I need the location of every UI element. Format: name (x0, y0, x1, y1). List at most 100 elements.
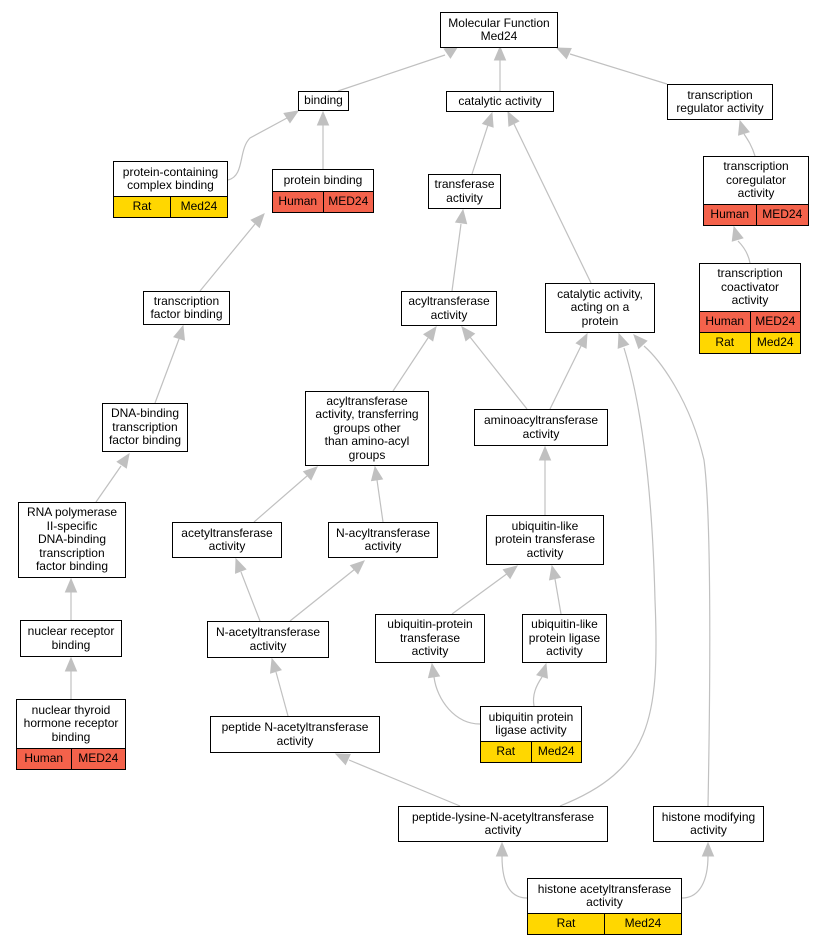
node-aminoacyl[interactable]: aminoacyltransferase activity (474, 409, 608, 446)
node-label: catalytic activity, acting on a protein (557, 286, 643, 328)
species-cell: Rat (481, 742, 531, 762)
node-nucthyroid[interactable]: nuclear thyroid hormone receptor binding… (16, 699, 126, 770)
node-label: N-acetyltransferase activity (215, 625, 321, 653)
arrowhead (334, 753, 351, 766)
node-dnabinding[interactable]: DNA-binding transcription factor binding (102, 403, 188, 452)
arrowhead (617, 332, 630, 349)
node-label: protein-containing complex binding (122, 164, 219, 192)
edge-nacetyl-to-nacyl (289, 568, 356, 622)
node-nucrec[interactable]: nuclear receptor binding (20, 620, 122, 657)
node-mf[interactable]: Molecular Function Med24 (440, 12, 558, 48)
node-catprotein[interactable]: catalytic activity, acting on a protein (545, 283, 655, 333)
species-cell: Rat (114, 197, 170, 217)
arrowhead (495, 841, 509, 857)
node-label: catalytic activity (458, 93, 542, 108)
gene-cell: MED24 (755, 205, 808, 225)
arrowhead (701, 841, 715, 857)
edge-histacetyl-to-peplys (501, 855, 528, 899)
node-trreg[interactable]: transcription regulator activity (667, 84, 773, 120)
edge-ubprotlig-to-ubligase (532, 676, 543, 707)
node-label: ubiquitin-protein transferase activity (387, 617, 473, 659)
arrowhead (64, 656, 78, 672)
edge-catprotein-to-catalytic (513, 123, 592, 284)
edge-coreg-to-trreg (743, 133, 756, 157)
arrowhead (64, 577, 78, 593)
node-label: binding (304, 93, 343, 108)
node-ubprot[interactable]: ubiquitin-protein transferase activity (375, 614, 485, 663)
species-cell: Human (17, 749, 71, 769)
node-catalytic[interactable]: catalytic activity (446, 91, 554, 112)
node-label: histone modifying activity (661, 809, 756, 837)
edge-binding-to-mf (337, 54, 446, 92)
arrowhead (349, 560, 365, 575)
arrowhead (423, 325, 437, 342)
arrowhead (461, 325, 476, 342)
node-label: transcription coregulator activity (723, 159, 789, 201)
edge-acetyltransferase-to-acylother (253, 475, 308, 523)
gene-cell: MED24 (749, 312, 800, 332)
edge-coact-to-coreg (737, 240, 751, 264)
arrowhead (427, 662, 441, 679)
edge-ubprotlig-to-ubprot (433, 676, 481, 725)
node-label: ubiquitin protein ligase activity (488, 709, 574, 737)
arrowhead (493, 45, 507, 61)
arrowhead (507, 110, 520, 127)
arrowhead (116, 452, 130, 469)
node-label: N-acyltransferase activity (335, 525, 431, 553)
node-label: ubiquitin-like protein ligase activity (528, 617, 601, 659)
arrowhead (283, 110, 300, 124)
edge-acyltransferase-to-transferase (451, 223, 462, 292)
node-nacyl[interactable]: N-acyltransferase activity (328, 522, 438, 558)
gene-cell: MED24 (322, 192, 373, 212)
arrowhead (269, 657, 282, 674)
node-peplys[interactable]: peptide-lysine-N-acetyltransferase activ… (398, 806, 608, 842)
node-label: DNA-binding transcription factor binding (108, 406, 182, 448)
node-rnapol[interactable]: RNA polymerase II-specific DNA-binding t… (18, 502, 126, 578)
arrowhead (555, 47, 572, 60)
arrowhead (536, 662, 549, 679)
arrowhead (502, 565, 519, 580)
node-transferase[interactable]: transferase activity (428, 174, 501, 209)
edge-aminoacyl-to-catprotein (549, 345, 582, 410)
node-label: histone acetyltransferase activity (537, 881, 672, 909)
edge-acylother-to-acyltransferase (392, 337, 429, 392)
node-label: nuclear thyroid hormone receptor binding (23, 702, 119, 744)
node-label: protein binding (283, 172, 363, 187)
node-label: peptide-lysine-N-acetyltransferase activ… (411, 809, 595, 837)
edge-transferase-to-catalytic (471, 124, 489, 175)
node-binding[interactable]: binding (298, 91, 349, 111)
species-cell: Rat (528, 914, 604, 934)
node-acylother[interactable]: acyltransferase activity, transferring g… (305, 391, 429, 466)
arrowhead (633, 334, 648, 350)
arrowhead (538, 445, 552, 461)
arrowhead (302, 466, 318, 481)
node-nacetyl[interactable]: N-acetyltransferase activity (207, 621, 329, 658)
gene-cell: MED24 (70, 749, 125, 769)
node-acyltransferase[interactable]: acyltransferase activity (401, 291, 497, 326)
node-histmod[interactable]: histone modifying activity (653, 806, 764, 842)
arrowhead (235, 557, 247, 574)
edge-nacyl-to-acylother (376, 479, 384, 523)
node-peptideN[interactable]: peptide N-acetyltransferase activity (210, 716, 380, 753)
gene-cell: Med24 (749, 333, 800, 353)
node-acetyltransferase[interactable]: acetyltransferase activity (172, 522, 282, 558)
node-ubligase[interactable]: ubiquitin-like protein ligase activity (522, 614, 607, 663)
node-label: acetyltransferase activity (181, 525, 273, 553)
node-tfbinding[interactable]: transcription factor binding (143, 291, 230, 325)
gene-cell: Med24 (604, 914, 681, 934)
node-label: peptide N-acetyltransferase activity (221, 720, 369, 748)
node-ubllike[interactable]: ubiquitin-like protein transferase activ… (486, 515, 604, 565)
